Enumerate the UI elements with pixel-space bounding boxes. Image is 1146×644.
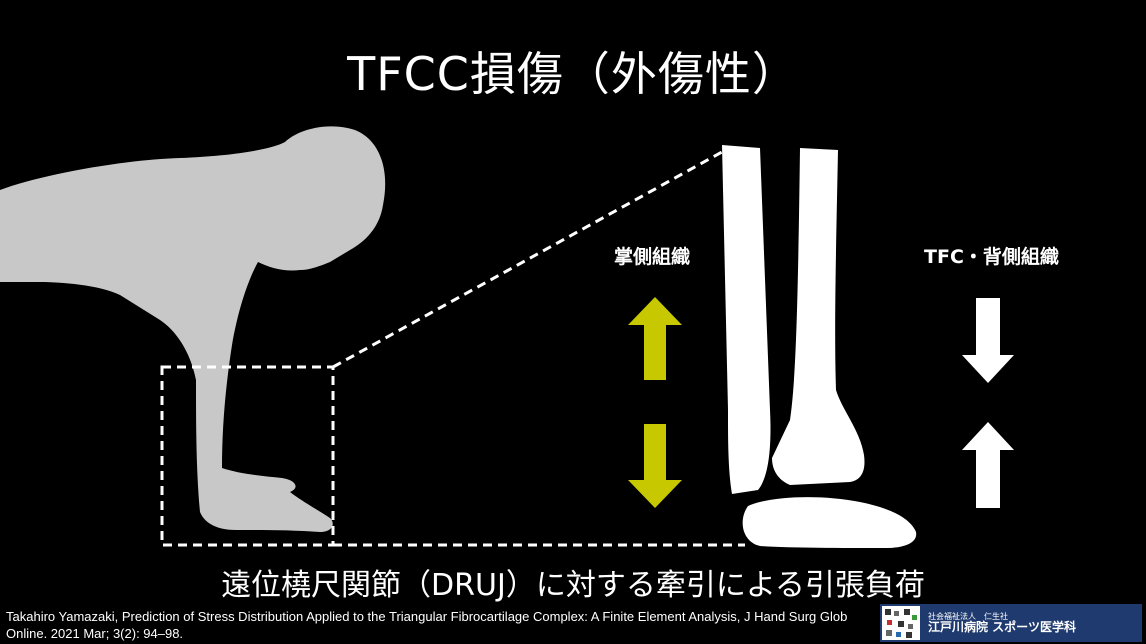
wrist-bones [722, 145, 917, 548]
arrow-up-icon [962, 422, 1014, 508]
arrow-up-icon [628, 297, 682, 380]
tfc-dorsal-tissue-label: TFC・背側組織 [924, 246, 1059, 268]
volar-tissue-label: 掌側組織 [614, 246, 691, 268]
slide-subtitle: 遠位橈尺関節（DRUJ）に対する牽引による引張負荷 [221, 568, 925, 603]
slide-title: TFCC損傷（外傷性） [347, 47, 799, 101]
logo-main-text: 江戸川病院 スポーツ医学科 [928, 619, 1076, 634]
logo-mark-icon [882, 606, 920, 640]
person-silhouette [0, 126, 386, 532]
arrow-down-icon [628, 424, 682, 508]
citation-text: Takahiro Yamazaki, Prediction of Stress … [6, 609, 848, 641]
logo-small-text: 社会福祉法人 仁生社 [928, 611, 1008, 621]
arrow-down-icon [962, 298, 1014, 383]
ulna-bone [722, 145, 771, 494]
carpal-bone [742, 497, 917, 548]
zoom-box [160, 150, 745, 547]
radius-bone [772, 148, 865, 485]
tfc-gap [772, 484, 812, 496]
hospital-logo: 社会福祉法人 仁生社 江戸川病院 スポーツ医学科 [880, 604, 1142, 642]
